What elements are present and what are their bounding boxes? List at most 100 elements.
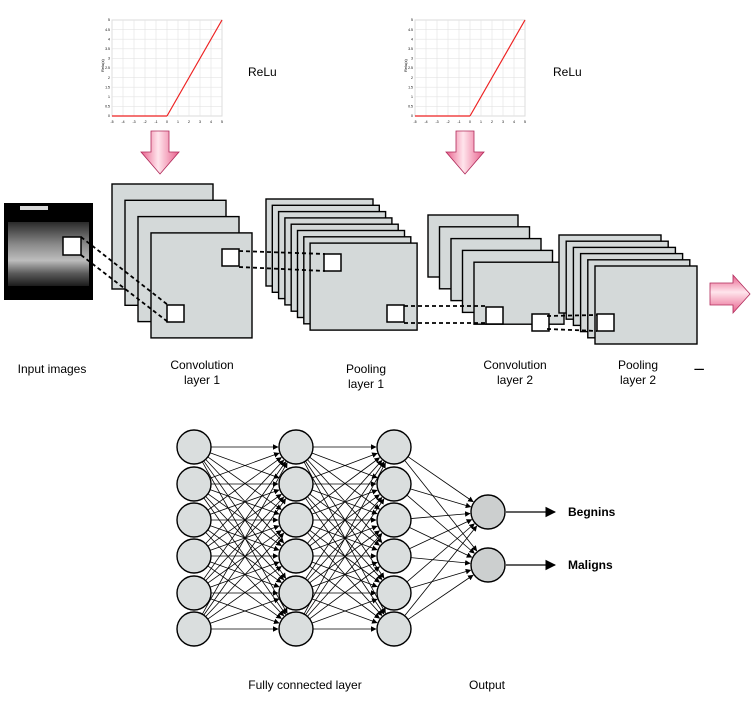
fc-node bbox=[376, 429, 412, 465]
fc-connection bbox=[311, 598, 378, 624]
relu-y-tick: 3 bbox=[108, 57, 110, 61]
fc-node bbox=[278, 429, 314, 465]
relu-x-tick: 5 bbox=[524, 120, 526, 124]
relu-y-tick: 4 bbox=[108, 37, 110, 41]
fc-node bbox=[278, 538, 314, 574]
fc-connection bbox=[311, 452, 378, 479]
fc-connection bbox=[209, 452, 280, 479]
relu-y-tick: 2.5 bbox=[408, 66, 413, 70]
fc-node bbox=[278, 611, 314, 647]
relu-ylabel: Relu(x) bbox=[403, 58, 408, 72]
relu-x-tick: 1 bbox=[480, 120, 482, 124]
stage-labels: Input images Convolution layer 1 Pooling… bbox=[18, 358, 705, 391]
relu-grid bbox=[414, 19, 526, 117]
relu-x-tick: 5 bbox=[221, 120, 223, 124]
output-right-arrow bbox=[709, 273, 751, 315]
relu-label-1: ReLu bbox=[248, 65, 277, 79]
relu-x-tick: 2 bbox=[188, 120, 190, 124]
stage-label-conv1-line2: layer 1 bbox=[184, 373, 220, 387]
relu-ylabel: Relu(x) bbox=[100, 58, 105, 72]
fc-layer-label: Fully connected layer bbox=[248, 678, 361, 692]
relu-x-tick: 4 bbox=[210, 120, 212, 124]
fc-node bbox=[176, 429, 212, 465]
relu-y-tick: 3 bbox=[411, 57, 413, 61]
fc-connection bbox=[406, 523, 475, 583]
fc-connection bbox=[303, 462, 386, 615]
fc-connection bbox=[209, 598, 280, 624]
conv2-stack bbox=[427, 214, 565, 332]
stage-label-pool2-line2: layer 2 bbox=[620, 373, 656, 387]
class-label-begnins: Begnins bbox=[568, 505, 616, 519]
fc-connection bbox=[207, 457, 282, 511]
relu-y-tick: 1 bbox=[108, 95, 110, 99]
continuation-dashes: ---- bbox=[694, 364, 704, 375]
fc-node bbox=[176, 466, 212, 502]
receptive-field-square bbox=[166, 304, 185, 323]
fc-connection bbox=[207, 566, 282, 620]
output-node bbox=[470, 494, 506, 530]
relu-x-tick: -1 bbox=[154, 120, 157, 124]
fc-connection bbox=[205, 459, 285, 544]
fc-connection bbox=[205, 532, 285, 617]
fc-output-label: Output bbox=[469, 678, 506, 692]
stage-label-conv2-line1: Convolution bbox=[483, 358, 546, 372]
relu-x-tick: 4 bbox=[513, 120, 515, 124]
input-image bbox=[4, 203, 93, 300]
fc-node bbox=[176, 502, 212, 538]
receptive-field-square bbox=[485, 306, 504, 325]
fc-node bbox=[176, 575, 212, 611]
relu-y-tick: 1 bbox=[411, 95, 413, 99]
fc-connection bbox=[307, 459, 383, 544]
relu-y-tick: 2 bbox=[411, 76, 413, 80]
relu-y-tick: 3.5 bbox=[408, 47, 413, 51]
relu-positive-segment bbox=[166, 19, 223, 117]
fc-edges bbox=[201, 444, 478, 632]
input-receptive-field bbox=[62, 236, 82, 256]
fc-node bbox=[376, 575, 412, 611]
relu-x-tick: -4 bbox=[424, 120, 427, 124]
fc-connection bbox=[203, 498, 286, 616]
relu-y-tick: 1.5 bbox=[105, 85, 110, 89]
fc-node bbox=[278, 502, 314, 538]
feature-map-stacks bbox=[111, 183, 698, 345]
relu-y-tick: 5 bbox=[411, 18, 413, 22]
fc-connection bbox=[203, 461, 287, 580]
relu-y-tick: 0.5 bbox=[105, 105, 110, 109]
relu-positive-segment bbox=[469, 19, 526, 117]
fc-connection bbox=[307, 532, 383, 617]
fc-connection bbox=[309, 457, 381, 511]
receptive-field-square bbox=[221, 248, 240, 267]
relu-y-tick: 1.5 bbox=[408, 85, 413, 89]
stage-label-input: Input images bbox=[18, 362, 87, 376]
relu-x-tick: -5 bbox=[413, 120, 416, 124]
fc-node bbox=[376, 538, 412, 574]
class-label-maligns: Maligns bbox=[568, 558, 613, 572]
fc-connection bbox=[406, 494, 475, 554]
fc-connection bbox=[410, 557, 471, 566]
relu-x-tick: -2 bbox=[143, 120, 146, 124]
relu-y-tick: 0 bbox=[411, 114, 413, 118]
fc-connection bbox=[404, 525, 478, 616]
fc-node bbox=[176, 538, 212, 574]
relu-y-tick: 5 bbox=[108, 18, 110, 22]
relu-x-tick: -1 bbox=[457, 120, 460, 124]
stage-label-pool1-line1: Pooling bbox=[346, 362, 386, 376]
fc-connection bbox=[309, 565, 381, 619]
fc-connection bbox=[407, 456, 474, 503]
fc-connection bbox=[309, 456, 381, 510]
relu-y-tick: 4 bbox=[411, 37, 413, 41]
receptive-field-square bbox=[531, 313, 550, 332]
relu-y-tick: 0.5 bbox=[408, 105, 413, 109]
conv-connection-lines bbox=[80, 236, 598, 332]
relu-grid bbox=[111, 19, 223, 117]
relu-x-tick: 3 bbox=[502, 120, 504, 124]
fc-connection bbox=[404, 460, 478, 552]
relu-x-tick: 0 bbox=[469, 120, 471, 124]
fc-node bbox=[376, 502, 412, 538]
relu-y-tick: 3.5 bbox=[105, 47, 110, 51]
